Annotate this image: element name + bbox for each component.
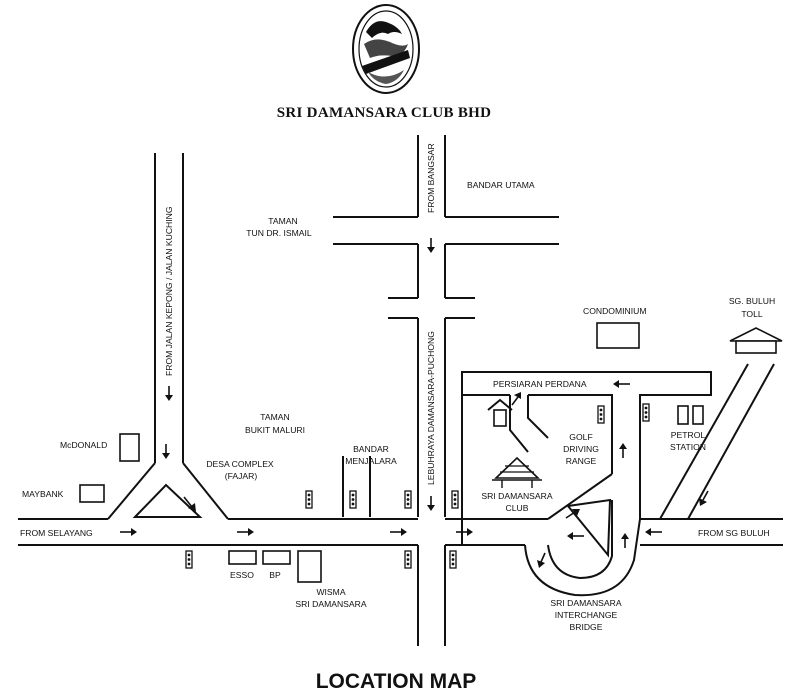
label-interchange-3: BRIDGE — [570, 622, 603, 632]
traffic-light-icon — [404, 490, 412, 509]
label-from-sg-buluh: FROM SG BULUH — [698, 528, 770, 538]
petrol-pump-2 — [692, 405, 704, 425]
direction-arrow-icon — [165, 386, 173, 401]
direction-arrow-icon — [567, 532, 584, 540]
label-sg-buluh-toll-2: TOLL — [741, 309, 763, 319]
direction-arrow-icon — [511, 392, 521, 406]
label-interchange-2: INTERCHANGE — [555, 610, 618, 620]
label-sri-damansara-club: SRI DAMANSARA — [481, 491, 552, 501]
direction-arrow-icon — [619, 443, 627, 458]
traffic-lights — [185, 403, 650, 569]
map-labels: FROM BANGSAR BANDAR UTAMA TAMAN TUN DR. … — [20, 143, 775, 632]
traffic-light-icon — [451, 490, 459, 509]
direction-arrow-icon — [456, 528, 473, 536]
label-desa-complex-2: (FAJAR) — [225, 471, 258, 481]
label-condominium: CONDOMINIUM — [583, 306, 647, 316]
label-persiaran-perdana: PERSIARAN PERDANA — [493, 379, 587, 389]
traffic-light-icon — [185, 550, 193, 569]
toll-booth-icon — [729, 327, 783, 354]
label-lebuhraya: LEBUHRAYA DAMANSARA-PUCHONG — [426, 331, 436, 485]
traffic-light-icon — [404, 550, 412, 569]
label-golf-range-2: DRIVING — [563, 444, 599, 454]
label-taman-ttdi: TAMAN — [268, 216, 297, 226]
label-from-jalan-kepong: FROM JALAN KEPONG / JALAN KUCHING — [164, 206, 174, 376]
label-from-bangsar: FROM BANGSAR — [426, 143, 436, 213]
traffic-light-icon — [305, 490, 313, 509]
club-crest-icon — [352, 4, 420, 94]
label-golf-range: GOLF — [569, 432, 592, 442]
label-sri-damansara-club-2: CLUB — [506, 503, 529, 513]
label-maybank: MAYBANK — [22, 489, 64, 499]
direction-arrow-icon — [390, 528, 407, 536]
label-taman-ttdi-2: TUN DR. ISMAIL — [246, 228, 312, 238]
direction-arrow-icon — [565, 509, 580, 519]
mcdonald-building — [119, 433, 140, 462]
traffic-light-icon — [349, 490, 357, 509]
label-golf-range-3: RANGE — [566, 456, 597, 466]
direction-arrow-icon — [183, 496, 196, 512]
direction-arrows — [120, 238, 709, 568]
label-bandar-utama: BANDAR UTAMA — [467, 180, 535, 190]
road-network — [18, 135, 783, 646]
traffic-light-icon — [597, 405, 605, 424]
label-mcdonald: McDONALD — [60, 440, 107, 450]
traffic-light-icon — [449, 550, 457, 569]
direction-arrow-icon — [537, 552, 546, 568]
label-petrol-station-2: STATION — [670, 442, 706, 452]
label-taman-bukit-maluri: TAMAN — [260, 412, 289, 422]
direction-arrow-icon — [427, 238, 435, 253]
direction-arrow-icon — [699, 490, 709, 506]
label-desa-complex: DESA COMPLEX — [206, 459, 274, 469]
label-interchange: SRI DAMANSARA — [550, 598, 621, 608]
label-bandar-menjalara-2: MENJALARA — [345, 456, 397, 466]
club-title: SRI DAMANSARA CLUB BHD — [277, 105, 492, 121]
condominium-building — [596, 322, 640, 349]
traffic-light-icon — [642, 403, 650, 422]
wisma-building — [297, 550, 322, 583]
building-near-club — [487, 398, 513, 427]
bp-building — [262, 550, 291, 565]
esso-building — [228, 550, 257, 565]
direction-arrow-icon — [120, 528, 137, 536]
label-petrol-station: PETROL — [671, 430, 706, 440]
label-bandar-menjalara: BANDAR — [353, 444, 389, 454]
direction-arrow-icon — [427, 496, 435, 511]
maybank-building — [79, 484, 105, 503]
label-from-selayang: FROM SELAYANG — [20, 528, 93, 538]
label-taman-bukit-maluri-2: BUKIT MALURI — [245, 425, 305, 435]
direction-arrow-icon — [237, 528, 254, 536]
map-title: LOCATION MAP — [316, 670, 477, 693]
direction-arrow-icon — [645, 528, 662, 536]
label-sg-buluh-toll: SG. BULUH — [729, 296, 775, 306]
direction-arrow-icon — [613, 380, 630, 388]
label-bp: BP — [269, 570, 281, 580]
pavilion-icon — [492, 456, 542, 488]
direction-arrow-icon — [162, 444, 170, 459]
petrol-pump-1 — [677, 405, 689, 425]
label-esso: ESSO — [230, 570, 254, 580]
direction-arrow-icon — [621, 533, 629, 548]
label-wisma: WISMA — [316, 587, 345, 597]
label-wisma-2: SRI DAMANSARA — [295, 599, 366, 609]
